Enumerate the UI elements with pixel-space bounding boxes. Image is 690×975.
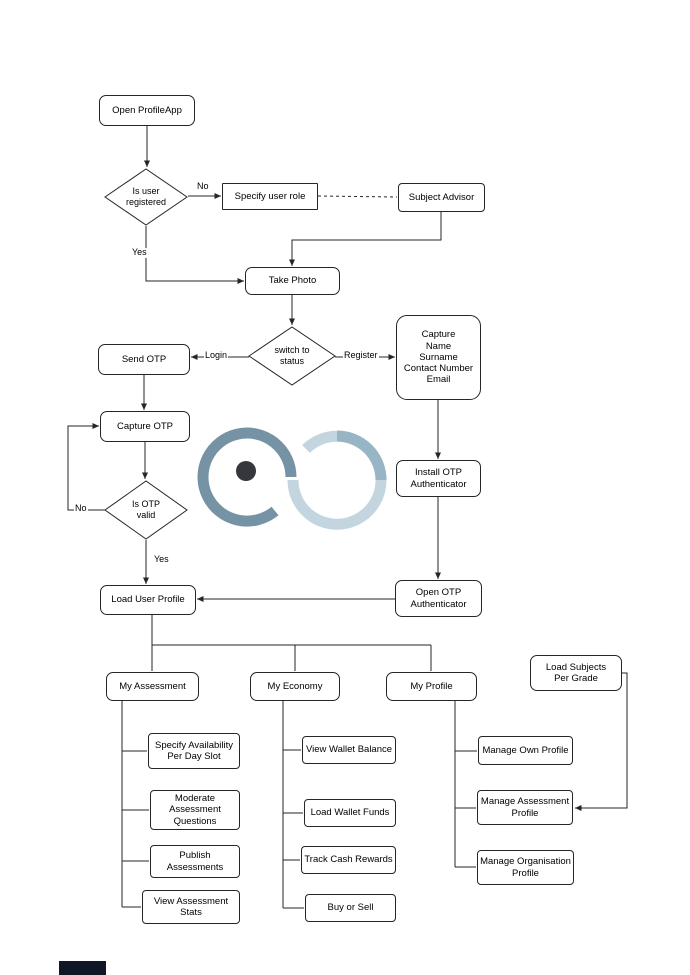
node-manage-assessment-profile: Manage Assessment Profile [477,790,573,825]
node-load-subjects-per-grade: Load Subjects Per Grade [530,655,622,691]
node-my-profile: My Profile [386,672,477,701]
tree-connectors [121,615,477,909]
edge-load-subjects-to-manage-assessment [575,672,628,811]
edge-specify-role-to-subject-advisor [317,195,398,198]
diamond-is-user-registered [104,168,188,226]
node-view-assessment-stats: View Assessment Stats [142,890,240,924]
edge-label-no-registered: No [196,181,210,192]
edge-label-yes-otp: Yes [153,554,170,565]
node-track-cash-rewards: Track Cash Rewards [301,846,396,874]
node-capture-details: Capture Name Surname Contact Number Emai… [396,315,481,400]
edge-label-login: Login [204,350,229,361]
node-load-wallet-funds: Load Wallet Funds [304,799,396,827]
node-view-wallet-balance: View Wallet Balance [302,736,396,764]
node-buy-or-sell: Buy or Sell [305,894,396,922]
node-specify-availability: Specify Availability Per Day Slot [148,733,240,769]
node-open-profileapp: Open ProfileApp [99,95,195,126]
edge-subject-advisor-to-take-photo [289,212,442,266]
watermark-dot [236,461,256,481]
node-open-otp-authenticator: Open OTP Authenticator [395,580,482,617]
edge-registered-yes-to-take-photo [145,226,244,284]
node-load-user-profile: Load User Profile [100,585,196,615]
diamond-is-otp-valid [104,480,188,540]
bottom-left-mark [59,961,106,975]
node-my-economy: My Economy [250,672,340,701]
node-publish-assessments: Publish Assessments [150,845,240,878]
node-capture-otp: Capture OTP [100,411,190,442]
node-manage-own-profile: Manage Own Profile [478,736,573,765]
node-specify-user-role: Specify user role [222,183,318,210]
node-install-otp-authenticator: Install OTP Authenticator [396,460,481,497]
node-send-otp: Send OTP [98,344,190,375]
node-take-photo: Take Photo [245,267,340,295]
edge-label-no-otp: No [74,503,88,514]
node-moderate-assessment-questions: Moderate Assessment Questions [150,790,240,830]
watermark-logo [197,427,387,530]
watermark-dark-arc [197,427,297,527]
node-subject-advisor: Subject Advisor [398,183,485,212]
decision-shapes [104,168,336,540]
flow-connectors [67,126,628,811]
edge-label-yes-registered: Yes [131,247,148,258]
node-manage-organisation-profile: Manage Organisation Profile [477,850,574,885]
edge-label-register: Register [343,350,379,361]
edge-otp-invalid-loop [67,423,105,511]
node-my-assessment: My Assessment [106,672,199,701]
diamond-switch-to-status [248,326,336,386]
watermark-mid-arc [336,430,387,481]
